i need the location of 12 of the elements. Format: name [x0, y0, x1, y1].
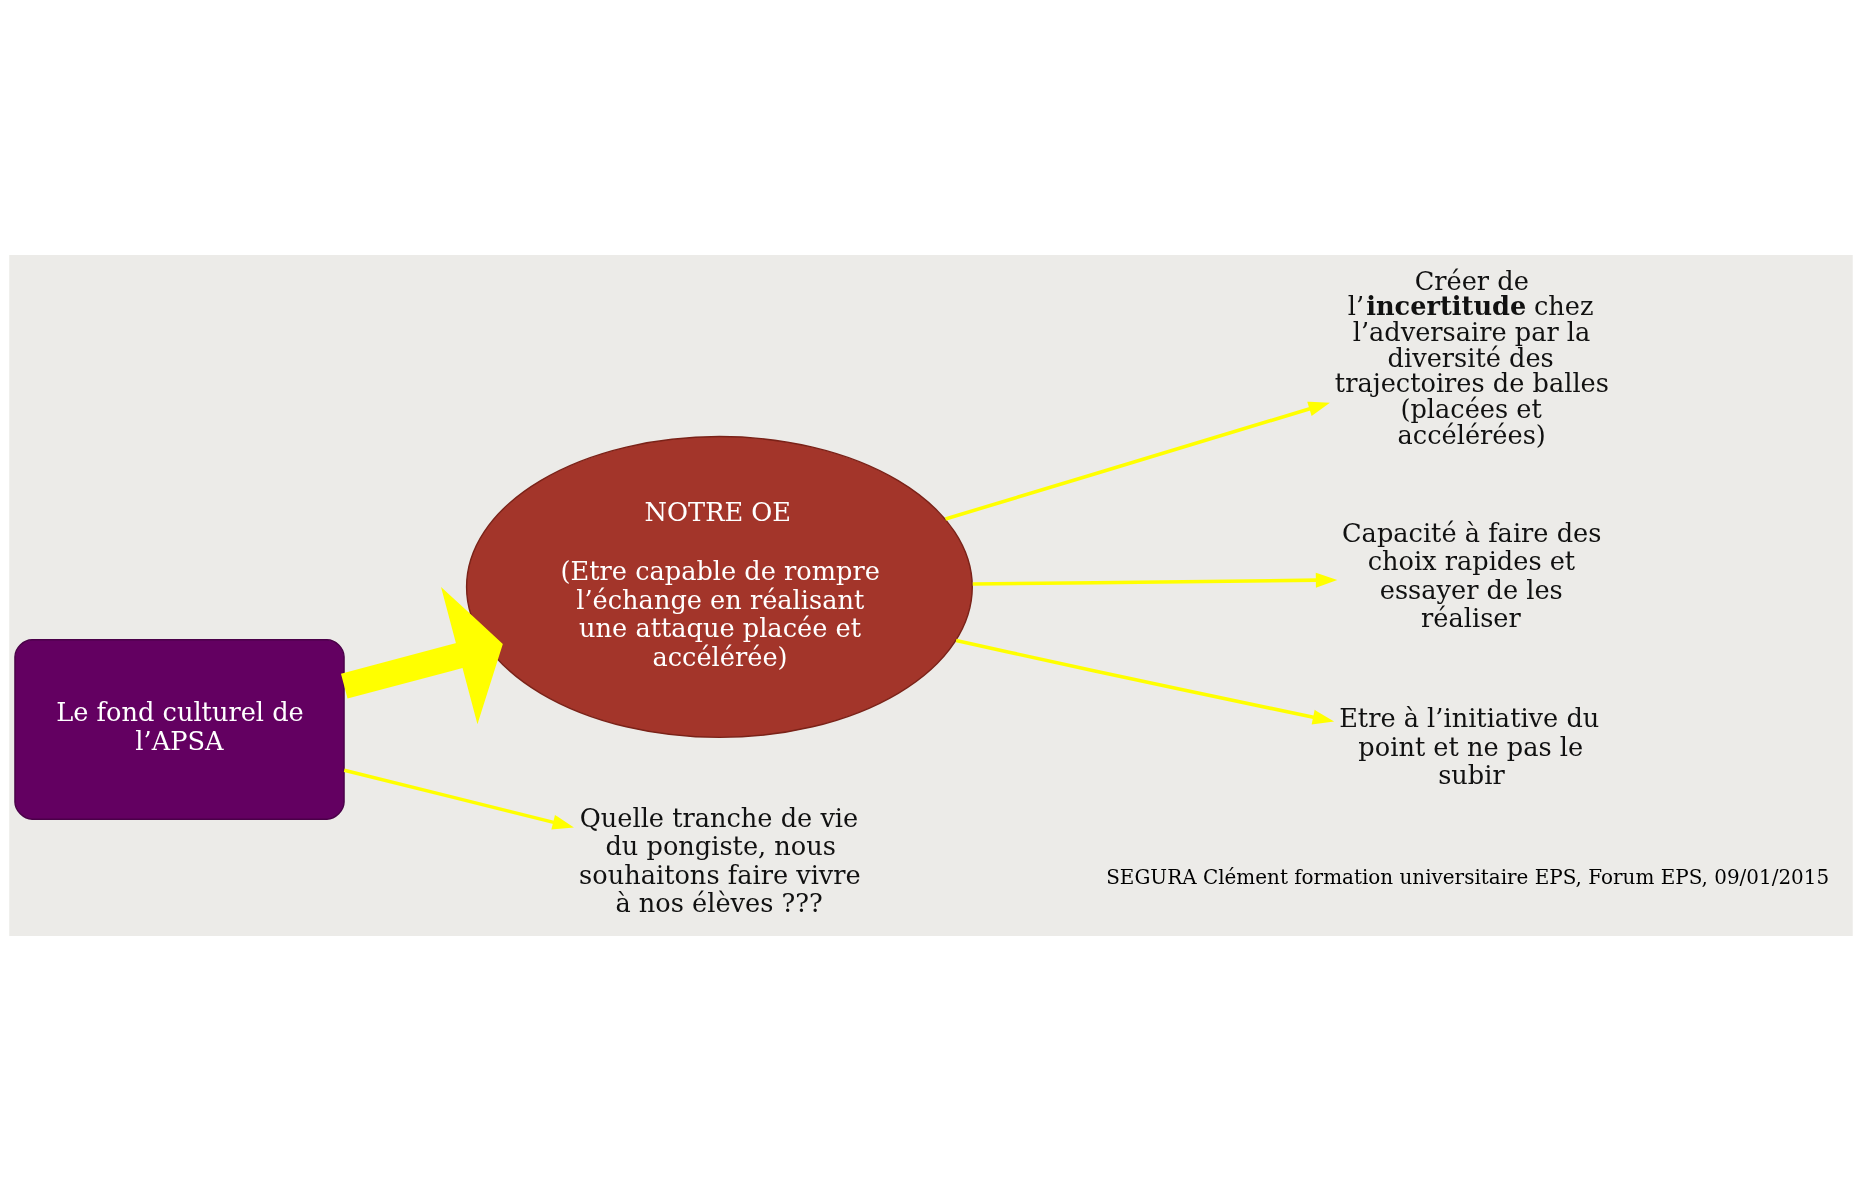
arrow — [343, 767, 574, 829]
node-text: Etre à l’initiative du point et ne pas le subir — [1339, 702, 1600, 790]
node-text: Quelle tranche de vie du pongiste, nous souhaitons faire vivre à nos élèves ??? — [579, 802, 861, 918]
node-text: Créer de l’incertitude chez l’adversaire par la diversité des trajectoires de balles (placées et accélérées) — [1334, 265, 1609, 450]
arrow — [340, 586, 503, 724]
node-text: Capacité à faire des choix rapides et essayer de les réaliser — [1342, 517, 1602, 633]
label: SEGURA Clément formation universitaire EPS, Forum EPS, 09/01/2015 — [1106, 864, 1830, 889]
arrow — [972, 572, 1338, 588]
arrow — [955, 638, 1335, 725]
arrow — [944, 401, 1330, 521]
node-ellipse: NOTRE OE (Etre capable de rompre l’échange en réalisant une attaque placée et accélérée) — [465, 435, 973, 738]
node-box: Le fond culturel de l’APSA — [14, 638, 345, 820]
